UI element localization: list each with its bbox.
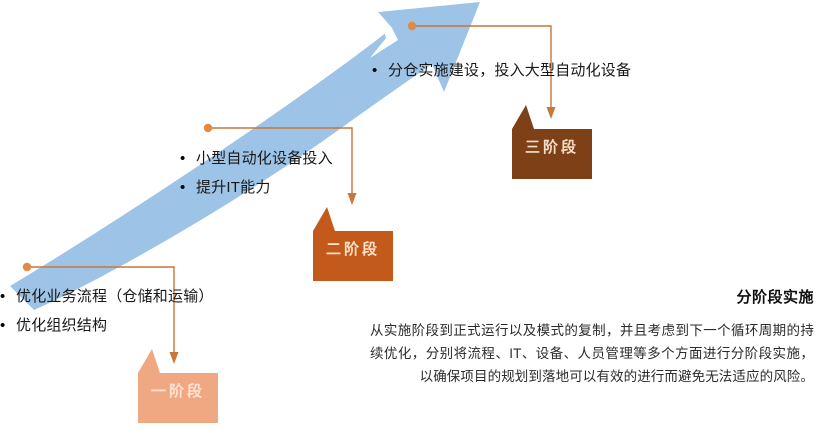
bullet-marker-icon: • [0,288,6,305]
connector-stage2 [203,123,357,205]
bullet-marker-icon: • [0,316,6,334]
bullet-text: 优化业务流程（仓储和运输） [16,288,214,305]
bullet-text: 小型自动化设备投入 [196,150,333,167]
list-item: • 提升IT能力 [180,177,333,199]
list-item: • 分仓实施建设，投入大型自动化设备 [372,60,631,82]
growth-arrow-icon [10,2,480,310]
bullet-text: 优化组织结构 [16,316,108,334]
list-item: • 优化组织结构 [0,315,214,337]
list-item: • 小型自动化设备投入 [180,148,333,170]
summary-title: 分阶段实施 [736,289,814,306]
bullet-list-stage2: • 小型自动化设备投入 • 提升IT能力 [180,148,333,199]
bullet-marker-icon: • [180,178,186,196]
bullet-marker-icon: • [372,62,378,79]
bullet-text: 提升IT能力 [196,178,271,196]
summary-panel: 分阶段实施 从实施阶段到正式运行以及模式的复制，并且考虑到下一个循环周期的持续优… [370,286,814,389]
bullet-list-stage1: • 优化业务流程（仓储和运输） • 优化组织结构 [0,286,214,337]
summary-body: 从实施阶段到正式运行以及模式的复制，并且考虑到下一个循环周期的持续优化，分别将流… [370,323,814,385]
bullet-marker-icon: • [180,150,186,167]
connector-stage3 [407,21,556,119]
stage-box-stage3[interactable] [512,105,592,179]
connector-stage1 [22,262,179,364]
bullet-list-stage3: • 分仓实施建设，投入大型自动化设备 [372,60,631,82]
stage-box-stage1[interactable] [138,349,218,423]
list-item: • 优化业务流程（仓储和运输） [0,286,214,308]
stage-box-stage2[interactable] [313,207,393,281]
bullet-text: 分仓实施建设，投入大型自动化设备 [388,62,632,79]
